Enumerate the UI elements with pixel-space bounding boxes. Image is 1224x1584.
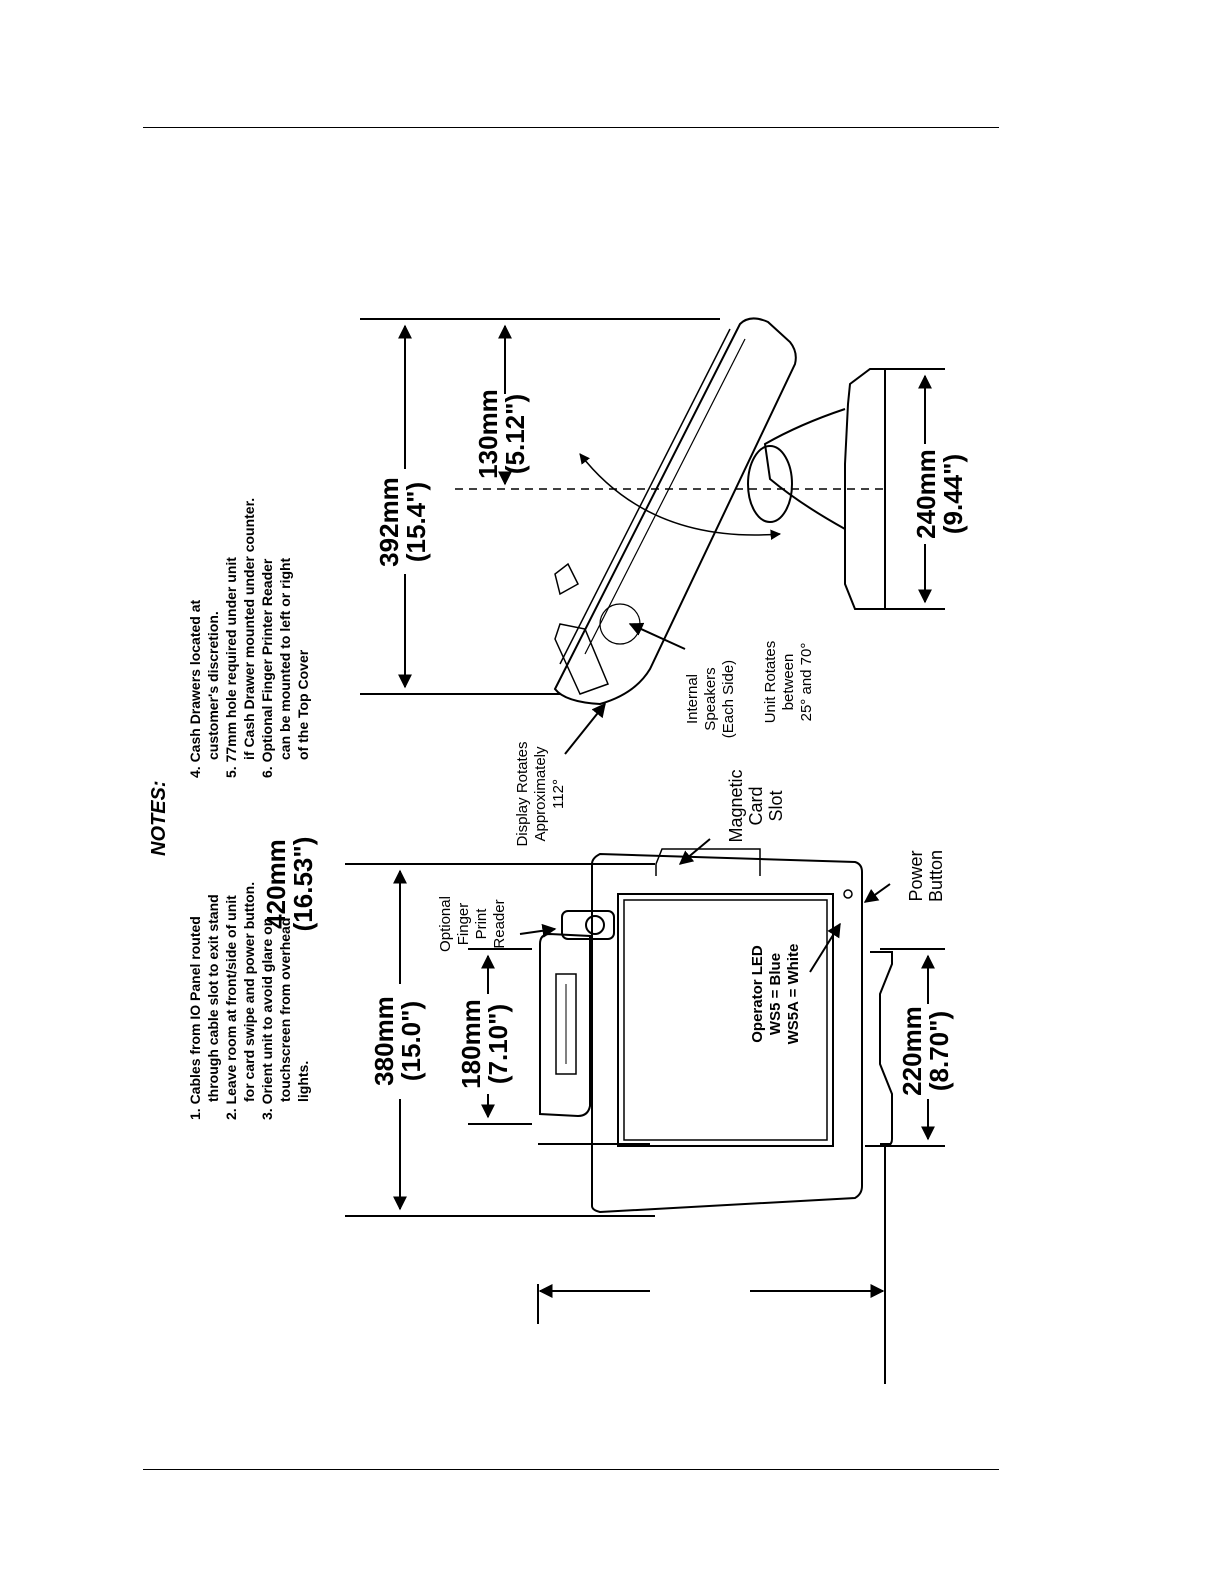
dim-380-mm: 380mm <box>369 996 399 1086</box>
operator-led-label: Operator LED <box>749 945 766 1043</box>
note-line: if Cash Drawer mounted under counter. <box>241 498 257 760</box>
note-line: 5. 77mm hole required under unit <box>223 557 239 778</box>
dim-180-mm: 180mm <box>456 999 486 1089</box>
dim-240-mm: 240mm <box>911 449 941 539</box>
note-line: customer's discretion. <box>205 611 221 760</box>
arrow-operator-led <box>809 922 841 973</box>
finger-print-reader-label: Optional <box>437 896 454 952</box>
arrow-power-button <box>863 883 891 903</box>
unit-rotates-label: Unit Rotates <box>762 641 779 724</box>
side-view <box>455 317 886 706</box>
notes-title: NOTES: <box>148 780 170 856</box>
front-stand-base <box>865 951 893 1147</box>
dim-180-in: (7.10") <box>483 1004 513 1084</box>
dim-220-in: (8.70") <box>924 1011 954 1091</box>
side-display-body <box>553 317 797 706</box>
side-rotation-arc <box>579 453 782 540</box>
finger-print-reader-label: Print <box>473 908 490 940</box>
display-rotates-label: Display Rotates <box>514 741 531 846</box>
dim-220-mm: 220mm <box>897 1006 927 1096</box>
internal-speakers-label: (Each Side) <box>720 660 737 738</box>
dim-392-in: (15.4") <box>401 482 431 562</box>
magnetic-card-slot-label: Slot <box>766 790 786 821</box>
internal-speakers-label: Speakers <box>702 667 719 730</box>
display-rotates-label: 112° <box>550 779 567 809</box>
unit-rotates-label: between <box>780 654 797 711</box>
power-button-label: Power <box>906 850 926 901</box>
top-rule <box>143 127 999 128</box>
front-screen <box>623 899 828 1141</box>
note-line: can be mounted to left or right <box>277 557 293 760</box>
side-speaker <box>599 603 641 645</box>
note-line: 2. Leave room at front/side of unit <box>223 895 239 1120</box>
magnetic-card-slot-label: Card <box>746 786 766 825</box>
note-line: 6. Optional Finger Printer Reader <box>259 558 275 778</box>
note-line: through cable slot to exit stand <box>205 894 221 1102</box>
notes-left-column: 1. Cables from IO Panel routed through c… <box>187 882 311 1120</box>
front-finger-print-sensor <box>585 915 605 935</box>
note-line: for card swipe and power button. <box>241 882 257 1102</box>
side-stand-column <box>763 408 846 530</box>
dim-240-in: (9.44") <box>938 454 968 534</box>
internal-speakers-label: Internal <box>684 674 701 724</box>
dim-392-mm: 392mm <box>374 477 404 567</box>
side-display-edge <box>559 328 731 665</box>
note-line: 3. Orient unit to avoid glare on <box>259 918 275 1120</box>
note-line: 1. Cables from IO Panel routed <box>187 916 203 1120</box>
arrow-internal-speakers <box>628 622 686 650</box>
side-printer <box>554 623 609 695</box>
callout-labels: Display Rotates Approximately 112° Inter… <box>437 641 946 1045</box>
operator-led-label: WS5A = White <box>785 944 802 1045</box>
note-line: lights. <box>295 1061 311 1102</box>
front-view <box>539 848 893 1214</box>
dim-420-in: (16.53") <box>288 837 318 932</box>
front-finger-print-reader <box>561 910 615 940</box>
dim-380-in: (15.0") <box>396 1001 426 1081</box>
dim-420-mm: 420mm <box>261 839 291 929</box>
finger-print-reader-label: Finger <box>455 903 472 946</box>
notes-right-column: 4. Cash Drawers located at customer's di… <box>187 498 311 778</box>
notes-block: NOTES: 1. Cables from IO Panel routed th… <box>148 498 311 1120</box>
display-rotates-label: Approximately <box>532 746 549 842</box>
unit-rotates-label: 25° and 70° <box>798 643 815 722</box>
front-printer <box>539 932 591 1118</box>
side-finger-print-reader <box>554 562 579 596</box>
magnetic-card-slot-label: Magnetic <box>726 769 746 842</box>
dim-130-mm: 130mm <box>473 389 503 479</box>
front-printer-slot <box>555 973 577 1075</box>
finger-print-reader-label: Reader <box>491 899 508 948</box>
side-stand-base <box>844 368 886 610</box>
dimension-lines <box>345 318 945 1384</box>
arrow-magnetic-card <box>678 838 711 865</box>
front-screen-bezel <box>617 893 834 1147</box>
front-power-button <box>843 889 853 899</box>
note-line: touchscreen from overhead <box>277 918 293 1102</box>
arrow-finger-print <box>519 923 557 938</box>
note-line: 4. Cash Drawers located at <box>187 599 203 778</box>
callout-arrows <box>519 622 891 973</box>
bottom-rule <box>143 1469 999 1470</box>
side-hinge <box>747 445 793 523</box>
operator-led-label: WS5 = Blue <box>767 953 784 1035</box>
note-line: of the Top Cover <box>295 649 311 760</box>
dim-130-in: (5.12") <box>500 394 530 474</box>
dimension-labels: 392mm (15.4") 130mm (5.12") 240mm (9.44"… <box>261 389 968 1096</box>
power-button-label: Button <box>926 850 946 902</box>
front-monitor-body <box>591 852 863 1214</box>
arrow-display-rotates <box>564 702 606 755</box>
front-magnetic-card-slot <box>655 848 761 876</box>
